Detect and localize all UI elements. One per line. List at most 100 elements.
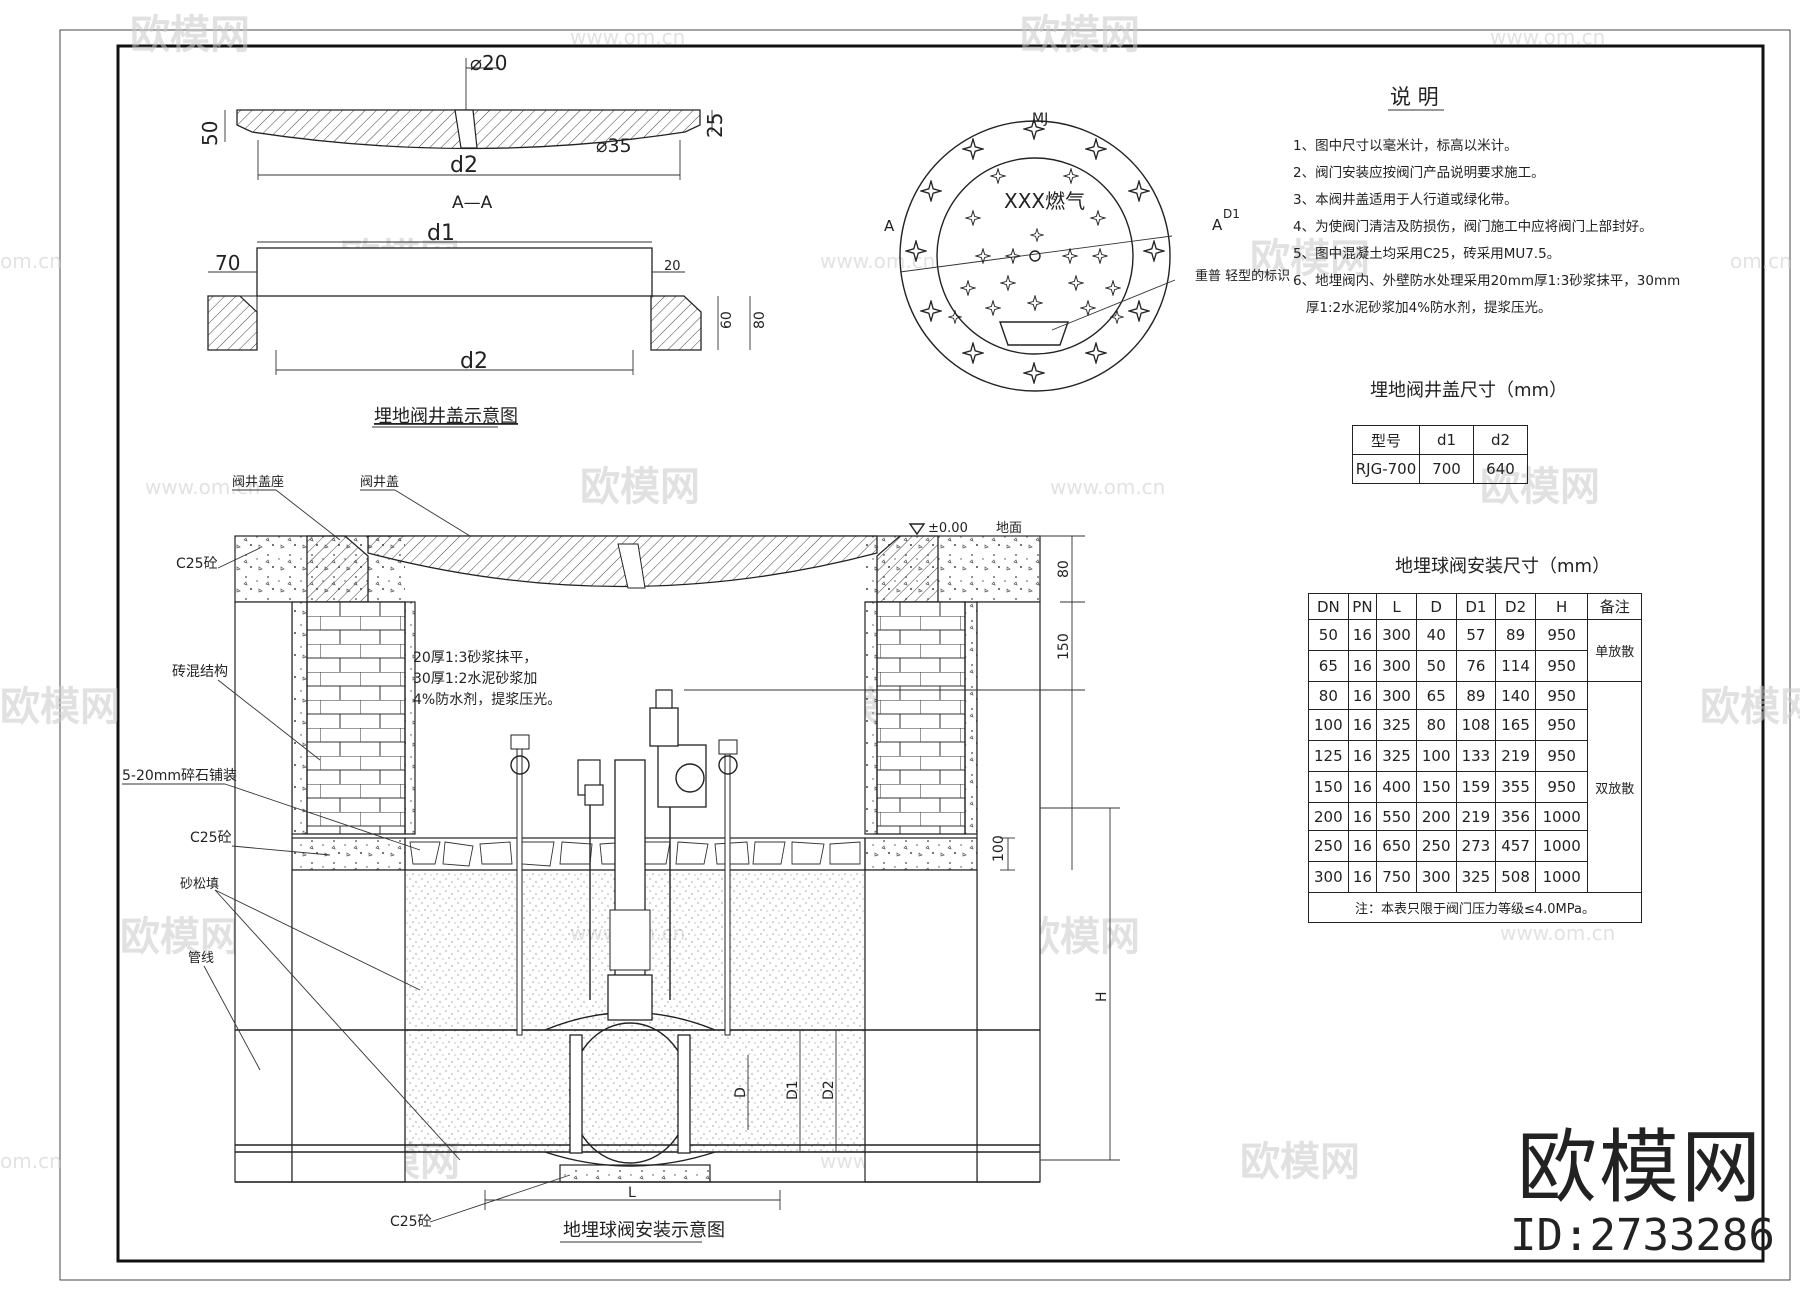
cover-plan-view: MJ A A D1 XXX燃气 重普 轻型的标识 <box>884 111 1290 392</box>
dim-150: 150 <box>1056 633 1072 660</box>
table-cell: 140 <box>1495 681 1536 710</box>
table-cell: 200 <box>1308 802 1349 831</box>
table-cell: 325 <box>1376 709 1417 741</box>
note-item: 1、图中尺寸以毫米计，标高以米计。 <box>1293 137 1518 154</box>
plan-right-label: A <box>1212 216 1223 234</box>
table-cell: 89 <box>1455 681 1497 710</box>
table-cell: 950 <box>1534 740 1589 772</box>
valve-actuator <box>657 744 707 808</box>
table-header-cell: PN <box>1347 593 1378 620</box>
table-cell: 325 <box>1376 740 1417 772</box>
vent-pipe-right <box>718 739 738 1036</box>
brand-name: 欧模网 <box>1517 1121 1763 1214</box>
inner-frame <box>116 44 1765 1263</box>
table-cell: 16 <box>1347 830 1378 862</box>
dim-edge: 25 <box>703 113 727 138</box>
watermark-brand: 欧模网 <box>120 914 240 960</box>
table-header-cell: d2 <box>1473 425 1528 455</box>
note-item: 2、阀门安装应按阀门产品说明要求施工。 <box>1293 164 1545 181</box>
table-cell: 65 <box>1415 681 1457 710</box>
brick-wall-left <box>306 601 406 835</box>
table-cell: 200 <box>1415 802 1457 831</box>
plan-top-label: MJ <box>1032 111 1048 127</box>
cover-section-view: ⌀20 50 25 ⌀35 d2 A—A <box>198 51 727 213</box>
table-cell: 100 <box>1308 709 1349 741</box>
table-cell: 700 <box>1419 454 1474 484</box>
table-cell: 16 <box>1347 802 1378 831</box>
notes-block: 说 明 1、图中尺寸以毫米计，标高以米计。 2、阀门安装应按阀门产品说明要求施工… <box>1293 85 1680 316</box>
table-cell: 150 <box>1308 771 1349 803</box>
table-cell: 50 <box>1308 619 1349 651</box>
table-cell: 89 <box>1495 619 1536 651</box>
install-title: 地埋球阀安装示意图 <box>563 1220 725 1241</box>
watermark-brand: 欧模网 <box>1240 1139 1360 1185</box>
dim-L: L <box>628 1185 636 1201</box>
dim-D1: D1 <box>785 1080 801 1100</box>
table-cell: 650 <box>1376 830 1417 862</box>
table-cell: 300 <box>1376 650 1417 682</box>
table-cell: 76 <box>1455 650 1497 682</box>
table-cell: 16 <box>1347 619 1378 651</box>
label-sand: 砂松填 <box>180 877 219 892</box>
plaster-note: 30厚1:2水泥砂浆加 <box>413 671 537 687</box>
table-cell: 80 <box>1308 681 1349 710</box>
plaster-note: 4%防水剂，提浆压光。 <box>413 692 561 708</box>
plan-right-sub: D1 <box>1223 207 1240 221</box>
table-cell: 300 <box>1415 861 1457 893</box>
cover-seat-left <box>306 535 369 603</box>
gas-text: XXX燃气 <box>1004 189 1085 213</box>
table-cell: RJG-700 <box>1352 454 1420 484</box>
table-cell: 950 <box>1534 709 1589 741</box>
table-header-cell: d1 <box>1419 425 1474 455</box>
valve-stem <box>614 759 646 1016</box>
dim-d1: d1 <box>427 221 455 246</box>
table-cell: 325 <box>1455 861 1497 893</box>
label-c25-bot: C25砼 <box>390 1214 432 1230</box>
table-cell: 950 <box>1534 619 1589 651</box>
dim-hole: ⌀20 <box>470 51 508 75</box>
note-item: 5、图中混凝土均采用C25，砖采用MU7.5。 <box>1293 246 1560 262</box>
table-cell: 950 <box>1534 650 1589 682</box>
watermark-url: www.om.cn <box>1490 25 1605 49</box>
dim-20: 20 <box>664 259 681 274</box>
table-cell: 219 <box>1455 802 1497 831</box>
label-cover: 阀井盖 <box>360 475 399 490</box>
table-cell: 16 <box>1347 740 1378 772</box>
dim-inner: ⌀35 <box>596 135 632 157</box>
table-cell: 457 <box>1495 830 1536 862</box>
table-header-cell: 备注 <box>1587 593 1642 620</box>
watermark-brand: 欧模网 <box>1020 12 1140 58</box>
table-cell: 250 <box>1308 830 1349 862</box>
table-cell: 1000 <box>1534 830 1589 862</box>
table-cell: 355 <box>1495 771 1536 803</box>
watermark-brand: 欧模网 <box>0 684 120 730</box>
vent-pipe-left <box>510 734 530 1036</box>
table-cell: 640 <box>1473 454 1528 484</box>
remark-cell: 双放散 <box>1587 681 1642 893</box>
watermark-brand: 欧模网 <box>1250 236 1370 282</box>
cover-frame-view: d1 70 20 60 80 d2 埋地阀井盖示意图 <box>207 221 768 428</box>
install-section-view: ±0.00 地面 80 150 100 H D D1 D2 L 20厚1:3砂浆… <box>122 475 1120 1243</box>
dim-d2: d2 <box>460 349 488 374</box>
label-c25-top: C25砼 <box>176 556 218 572</box>
brand-stamp: 欧模网 ID:2733286 <box>1510 1121 1775 1261</box>
label-gravel: 5-20mm碎石铺装 <box>122 768 237 784</box>
table-cell: 300 <box>1376 681 1417 710</box>
dim-D2: D2 <box>821 1080 837 1100</box>
note-item: 3、本阀井盖适用于人行道或绿化带。 <box>1293 192 1518 208</box>
table-cell: 16 <box>1347 681 1378 710</box>
table-cell: 57 <box>1455 619 1497 651</box>
dim-80: 80 <box>752 311 768 329</box>
table-header-cell: DN <box>1308 593 1349 620</box>
table-cell: 150 <box>1415 771 1457 803</box>
table-cell: 750 <box>1376 861 1417 893</box>
cover-frame-title: 埋地阀井盖示意图 <box>374 406 518 427</box>
dim-100: 100 <box>991 835 1007 862</box>
table-header-cell: D <box>1415 593 1457 620</box>
section-label: A—A <box>452 193 493 213</box>
table-footnote: 注：本表只限于阀门压力等级≤4.0MPa。 <box>1308 892 1642 923</box>
cover-table-caption: 埋地阀井盖尺寸（mm） <box>1370 380 1567 401</box>
cover-size-table: 型号 d1 d2 RJG-700 700 640 <box>1352 425 1528 484</box>
